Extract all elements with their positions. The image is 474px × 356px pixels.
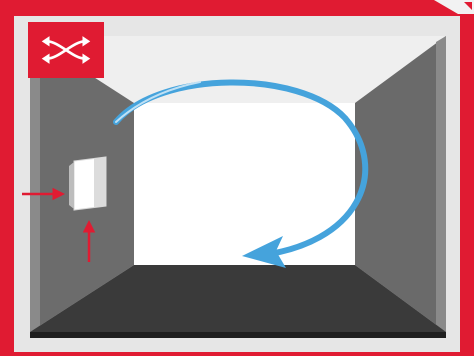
swing-mode-badge	[28, 22, 104, 78]
left-wall-edge	[30, 36, 40, 332]
back-wall	[134, 103, 355, 265]
right-wall-edge	[436, 36, 446, 332]
floor-edge	[30, 332, 446, 338]
wall-mounted-heater-icon	[69, 157, 106, 210]
swing-airflow-icon	[40, 32, 92, 68]
